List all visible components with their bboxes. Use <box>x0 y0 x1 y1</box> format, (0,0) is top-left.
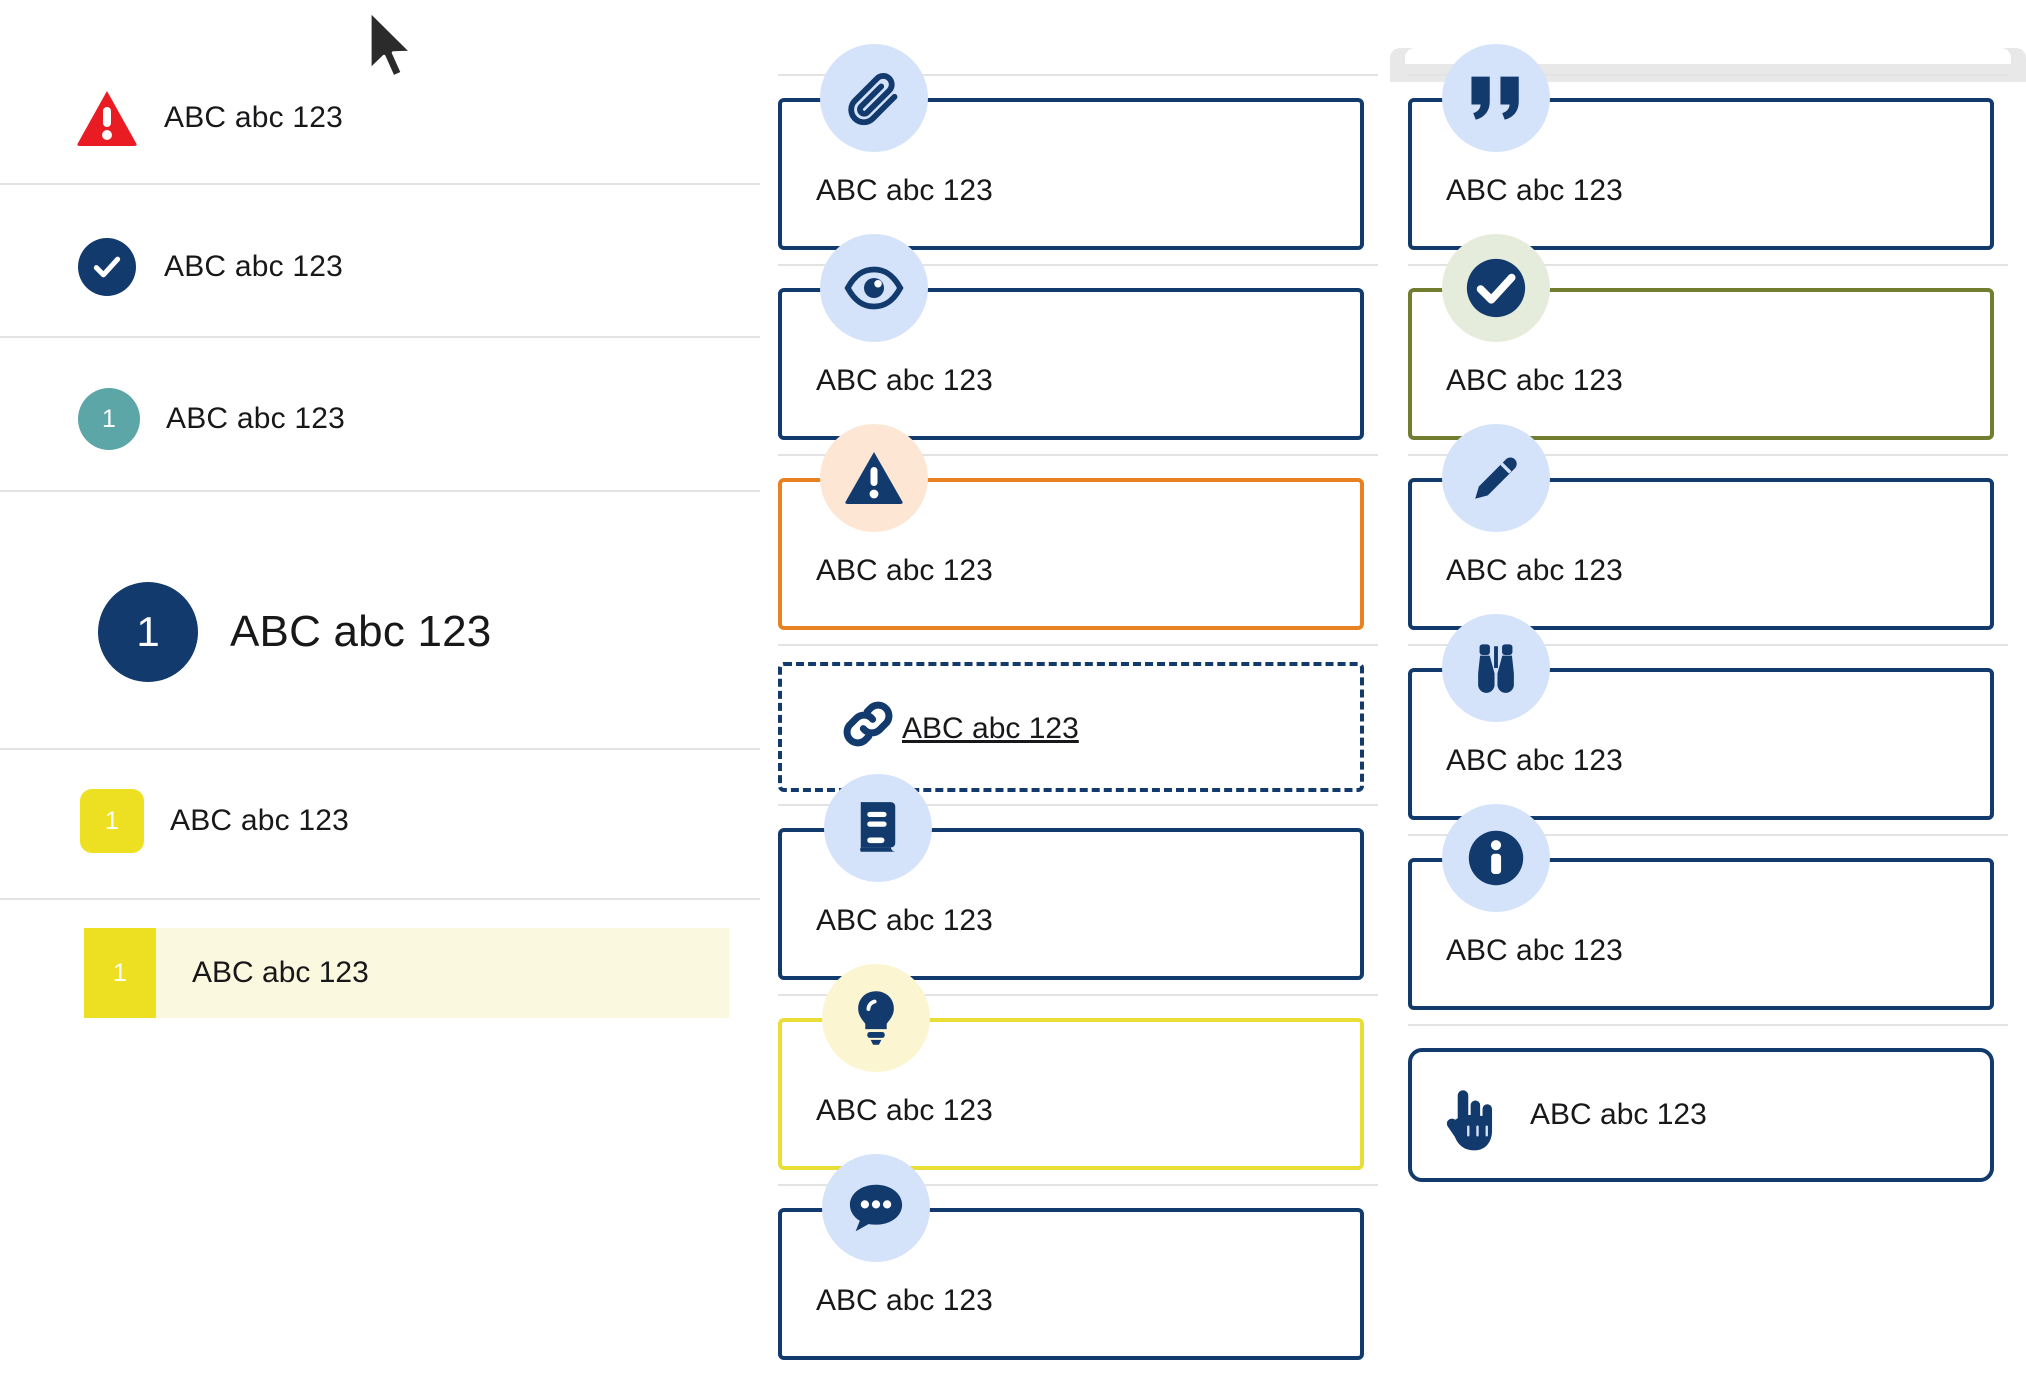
card-slot: ABC abc 123 <box>760 774 1380 994</box>
badge-number: 1 <box>105 806 119 835</box>
callout-card-link[interactable]: ABC abc 123 <box>778 662 1364 792</box>
card-slot: ABC abc 123 <box>760 234 1380 454</box>
check-circle-icon <box>78 238 136 296</box>
number-circle-icon: 1 <box>98 582 198 682</box>
warning-triangle-icon <box>76 89 138 147</box>
list-item-label: ABC abc 123 <box>230 607 492 656</box>
left-list: ABC abc 123 ABC abc 123 1 ABC abc 123 1 … <box>0 0 760 1392</box>
card-label: ABC abc 123 <box>816 904 993 937</box>
paperclip-icon <box>820 44 928 152</box>
card-label: ABC abc 123 <box>816 1094 993 1127</box>
divider <box>778 454 1378 456</box>
card-slot: ABC abc 123 <box>760 644 1380 804</box>
divider <box>1408 1024 2008 1026</box>
divider <box>1408 644 2008 646</box>
check-circle-icon <box>1442 234 1550 342</box>
card-slot: ABC abc 123 <box>1390 1024 2010 1214</box>
callout-card-quote[interactable]: ABC abc 123 <box>1408 98 1994 250</box>
divider <box>0 490 760 492</box>
background-panel-inner <box>1405 48 2011 64</box>
divider <box>0 748 760 750</box>
number-circle-icon: 1 <box>78 388 140 450</box>
divider <box>778 1184 1378 1186</box>
pointing-hand-icon <box>1438 1086 1498 1157</box>
list-item[interactable]: ABC abc 123 <box>0 212 760 322</box>
book-icon <box>824 774 932 882</box>
list-item[interactable]: ABC abc 123 <box>0 56 760 180</box>
list-item-label: ABC abc 123 <box>164 250 343 283</box>
card-slot: ABC abc 123 <box>760 1154 1380 1374</box>
divider <box>778 994 1378 996</box>
link-chain-icon <box>814 670 922 778</box>
list-item-label: ABC abc 123 <box>192 956 369 989</box>
card-slot: ABC abc 123 <box>760 44 1380 264</box>
card-label: ABC abc 123 <box>1446 934 1623 967</box>
card-slot: ABC abc 123 <box>1390 234 2010 454</box>
card-label: ABC abc 123 <box>816 554 993 587</box>
list-item[interactable]: 1 ABC abc 123 <box>0 766 760 876</box>
number-tab-icon: 1 <box>84 928 156 1018</box>
quote-icon <box>1442 44 1550 152</box>
list-item-selected[interactable]: 1 ABC abc 123 <box>84 928 729 1018</box>
divider <box>0 336 760 338</box>
divider <box>1408 74 2008 76</box>
card-label: ABC abc 123 <box>1530 1098 1707 1131</box>
card-label: ABC abc 123 <box>1446 554 1623 587</box>
binoculars-icon <box>1442 614 1550 722</box>
badge-number: 1 <box>113 958 127 987</box>
list-item-label: ABC abc 123 <box>166 402 345 435</box>
card-label: ABC abc 123 <box>1446 744 1623 777</box>
card-label: ABC abc 123 <box>1446 174 1623 207</box>
divider <box>778 264 1378 266</box>
divider <box>1408 834 2008 836</box>
divider <box>0 898 760 900</box>
lightbulb-icon <box>822 964 930 1072</box>
divider <box>1408 454 2008 456</box>
card-slot: ABC abc 123 <box>1390 424 2010 644</box>
card-slot: ABC abc 123 <box>760 964 1380 1184</box>
badge-number: 1 <box>102 404 116 433</box>
card-slot: ABC abc 123 <box>1390 44 2010 264</box>
list-item-label: ABC abc 123 <box>170 804 349 837</box>
card-label[interactable]: ABC abc 123 <box>902 712 1079 745</box>
card-label: ABC abc 123 <box>816 364 993 397</box>
divider <box>1408 264 2008 266</box>
card-label: ABC abc 123 <box>816 1284 993 1317</box>
card-label: ABC abc 123 <box>1446 364 1623 397</box>
divider <box>778 804 1378 806</box>
badge-number: 1 <box>136 608 160 655</box>
pencil-icon <box>1442 424 1550 532</box>
divider <box>0 183 760 185</box>
card-slot: ABC abc 123 <box>1390 614 2010 834</box>
card-slot: ABC abc 123 <box>760 424 1380 644</box>
divider <box>778 74 1378 76</box>
divider <box>778 644 1378 646</box>
mouse-pointer-icon <box>364 8 420 84</box>
list-item-label: ABC abc 123 <box>164 101 343 134</box>
eye-icon <box>820 234 928 342</box>
list-item[interactable]: 1 ABC abc 123 <box>0 364 760 474</box>
card-slot: ABC abc 123 <box>1390 804 2010 1024</box>
card-label: ABC abc 123 <box>816 174 993 207</box>
list-item[interactable]: 1 ABC abc 123 <box>0 552 760 712</box>
number-square-icon: 1 <box>80 789 144 853</box>
info-circle-icon <box>1442 804 1550 912</box>
callout-card-action[interactable]: ABC abc 123 <box>1408 1048 1994 1182</box>
speech-bubble-icon <box>822 1154 930 1262</box>
warning-triangle-icon <box>820 424 928 532</box>
